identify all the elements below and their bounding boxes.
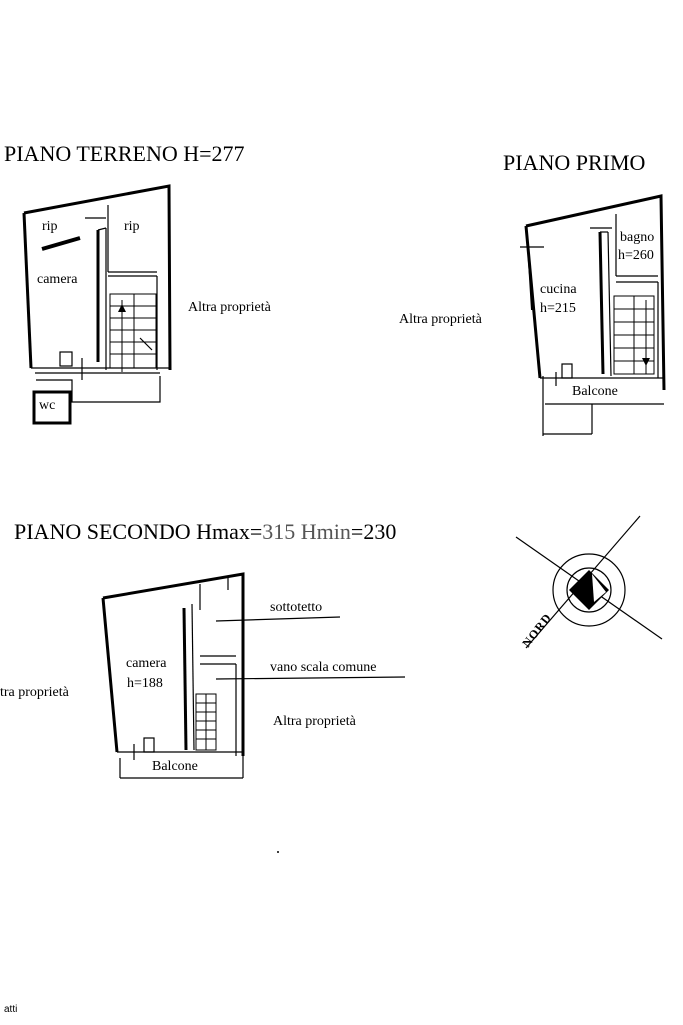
- second-floor-balcone-label: Balcone: [152, 759, 198, 774]
- first-floor-balcone-label: Balcone: [572, 384, 618, 399]
- second-floor-title: PIANO SECONDO Hmax=315 Hmin=230: [14, 521, 396, 543]
- second-floor-sottotetto-callout: sottotetto: [270, 600, 323, 615]
- first-floor-neighbor-label: Altra proprietà: [399, 312, 482, 327]
- second-floor-neighbor-right-label: Altra proprietà: [273, 714, 356, 729]
- second-floor-camera-height: h=188: [127, 676, 163, 691]
- ground-floor-camera-label: camera: [37, 272, 78, 287]
- second-floor-title-hmin-label: Hmin: [295, 519, 351, 544]
- second-floor-title-end: =230: [350, 519, 397, 544]
- second-floor-plan: [101, 572, 406, 779]
- first-floor-cucina-label: cucina: [540, 282, 577, 297]
- north-arrow-icon: [569, 570, 609, 610]
- second-floor-vano-scala-callout: vano scala comune: [270, 660, 377, 675]
- ground-floor-wc-label: wc: [39, 398, 56, 413]
- second-floor-neighbor-left-label: tra proprietà: [0, 685, 69, 700]
- first-floor-title: PIANO PRIMO: [503, 150, 646, 175]
- first-floor-cucina-height: h=215: [540, 301, 576, 316]
- second-floor-title-main: PIANO SECONDO Hmax=: [14, 519, 263, 544]
- first-floor-bagno-label: bagno: [620, 230, 655, 245]
- first-floor-plan: [520, 194, 666, 436]
- compass-rose: [515, 515, 663, 649]
- ground-floor-rip-right-label: rip: [124, 219, 140, 234]
- second-floor-camera-label: camera: [126, 656, 167, 671]
- second-floor-title-hmax: 315: [262, 519, 296, 544]
- ground-floor-rip-left-label: rip: [42, 219, 58, 234]
- footer-text: atti: [4, 1004, 18, 1015]
- ground-floor-plan: [22, 184, 172, 425]
- first-floor-bagno-height: h=260: [618, 248, 654, 263]
- ground-floor-title: PIANO TERRENO H=277: [4, 141, 245, 166]
- ground-floor-neighbor-label: Altra proprietà: [188, 300, 271, 315]
